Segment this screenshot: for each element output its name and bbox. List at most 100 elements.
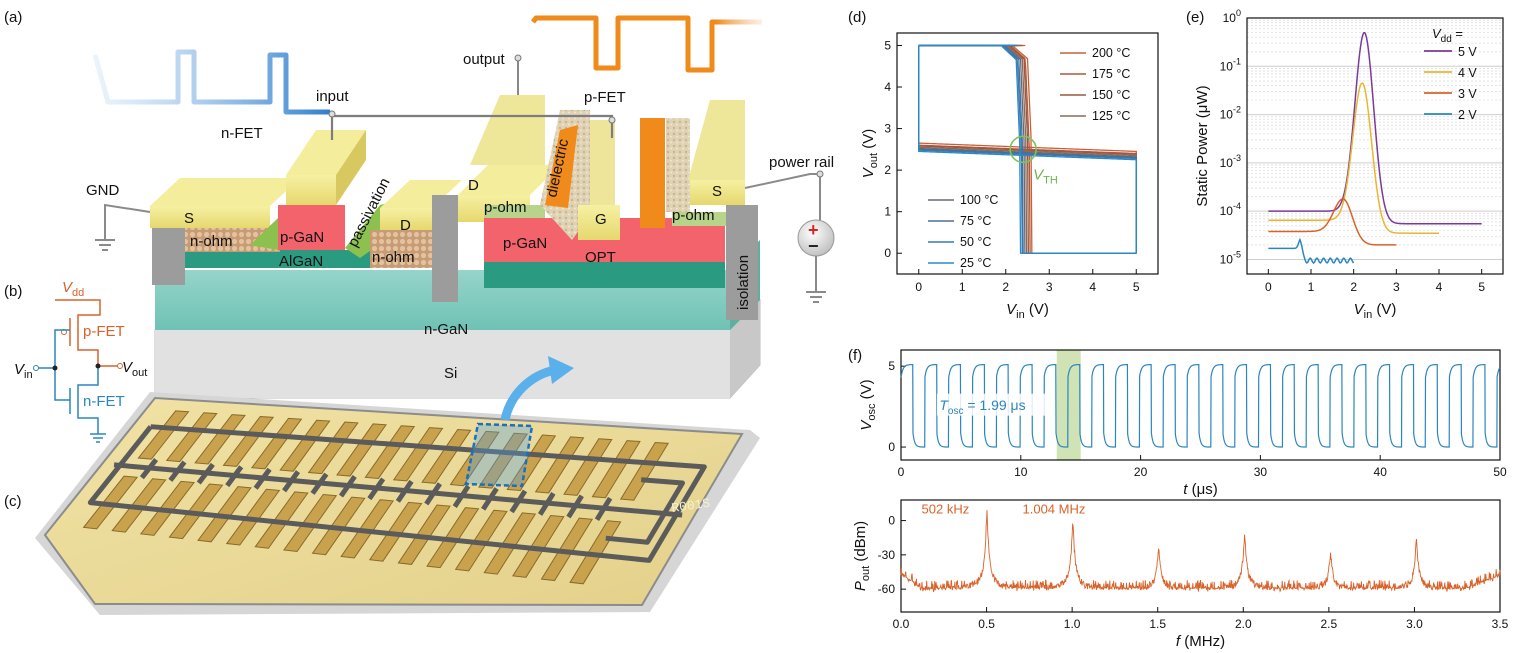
x-tick-label: 4 [1089, 280, 1096, 294]
x-axis-label: t (μs) [1183, 481, 1217, 498]
legend-label: 200 °C [1092, 46, 1130, 60]
chip-pad [194, 414, 246, 465]
s-left-label: S [184, 210, 194, 227]
x-tick-label: 3 [1393, 280, 1400, 294]
panel-label-e: (e) [1186, 9, 1204, 26]
x-tick-label: 0 [898, 465, 905, 479]
series-reverse [918, 45, 1137, 254]
x-tick-label: 50 [1493, 465, 1507, 479]
n-ohm-left-label: n-ohm [190, 233, 233, 250]
y-tick-label: 0 [888, 514, 895, 528]
y-tick-label: 10-3 [1220, 153, 1241, 170]
series-reverse [918, 45, 1137, 254]
circuit-pfet-label: p-FET [83, 323, 125, 340]
g-label: G [595, 211, 607, 228]
x-tick-label: 1.0 [1064, 617, 1081, 631]
x-axis-label-rest: (MHz) [1180, 633, 1225, 650]
x-axis-label-var: t [1183, 481, 1188, 498]
chip-trace [481, 487, 499, 511]
series-line [1268, 237, 1355, 264]
x-axis-label-var: V [1354, 301, 1366, 318]
chip-pad [619, 441, 670, 501]
y-tick-exp: -1 [1233, 56, 1241, 66]
chip-trace [253, 467, 272, 490]
y-tick-base: 10 [1220, 108, 1234, 122]
chip-trace [225, 465, 244, 488]
x-tick-label: 0.5 [978, 617, 995, 631]
chip-pad [591, 440, 641, 499]
chip-pad [307, 421, 359, 475]
chip-trace [424, 482, 442, 506]
input-label: input [316, 88, 349, 105]
chip-trace [87, 424, 707, 563]
y-axis-label: Static Power (μW) [1194, 85, 1211, 206]
x-tick-label: 4 [1436, 280, 1443, 294]
y-axis-label-sub: osc [866, 403, 878, 421]
series-line [1268, 31, 1482, 225]
series-line [1268, 198, 1397, 246]
x-tick-label: 2.0 [1235, 617, 1252, 631]
oscillation-trace [900, 363, 1501, 448]
x-tick-label: 10 [1014, 465, 1028, 479]
y-tick-label: 5 [884, 38, 891, 52]
x-tick-label: 2 [1350, 280, 1357, 294]
panel-label-f: (f) [848, 347, 862, 364]
p-ohm-left-label: p-ohm [484, 199, 527, 216]
legend-label: 75 °C [960, 214, 991, 228]
chip-trace [509, 489, 528, 514]
isolation-label: isolation [735, 255, 752, 310]
opt-label: OPT [585, 249, 616, 266]
legend-title-var: V [1432, 26, 1442, 41]
chip-trace [566, 494, 584, 519]
x-axis-label: f (MHz) [1176, 633, 1225, 650]
algan-label: AlGaN [279, 253, 323, 270]
chip-pad [506, 434, 557, 492]
legend-title: Vdd = [1432, 26, 1463, 45]
y-tick-label: 1 [884, 205, 891, 219]
y-axis-label-rest: (V) [858, 379, 875, 403]
x-axis-label-rest: (V) [1372, 301, 1396, 318]
period-label-bg [936, 393, 1055, 416]
plot-frame [1246, 17, 1504, 275]
inverter-circuit: Vdd p-FET Vin Vout n-FET [14, 279, 147, 443]
p-gan-left-label: p-GaN [280, 229, 324, 246]
chip-traces [82, 410, 707, 585]
x-axis-label-rest: (μs) [1187, 481, 1217, 498]
chip-pad [563, 438, 613, 496]
y-tick-label: 4 [884, 80, 891, 94]
legend-label: 150 °C [1092, 88, 1130, 102]
x-axis-label-rest: (V) [1025, 301, 1049, 318]
chip-pad [449, 430, 500, 487]
s-right-label: S [712, 183, 722, 200]
y-tick-label: 100 [1223, 8, 1241, 25]
plot-frame [900, 349, 1501, 461]
vth-sub: TH [1043, 174, 1058, 186]
legend-label: 100 °C [960, 193, 998, 207]
y-axis-label-var: P [852, 581, 869, 591]
y-tick-exp: -3 [1233, 153, 1241, 163]
circuit-nfet-label: n-FET [83, 393, 125, 410]
si-label: Si [444, 365, 457, 382]
chip-pad [512, 514, 565, 578]
vdd-label: Vdd [62, 279, 84, 299]
period-sub: osc [948, 406, 964, 417]
chip-trace [605, 477, 685, 545]
x-axis-label: Vin (V) [1006, 301, 1049, 321]
panel-label-c: (c) [4, 493, 22, 510]
period-label: Tosc = 1.99 μs [939, 397, 1025, 417]
period-var: T [939, 397, 949, 413]
y-tick-exp: -4 [1233, 201, 1241, 211]
series-reverse [918, 45, 1137, 254]
x-tick-label: 3 [1046, 280, 1053, 294]
legend-label: 2 V [1458, 108, 1477, 122]
legend-label: 125 °C [1092, 109, 1130, 123]
chip-pad [534, 436, 585, 494]
y-axis-label: Pout (dBm) [852, 521, 872, 591]
chip-pad [336, 423, 387, 477]
plot-frame [900, 499, 1501, 613]
chip-pad [165, 412, 218, 463]
battery-minus: − [808, 236, 819, 256]
